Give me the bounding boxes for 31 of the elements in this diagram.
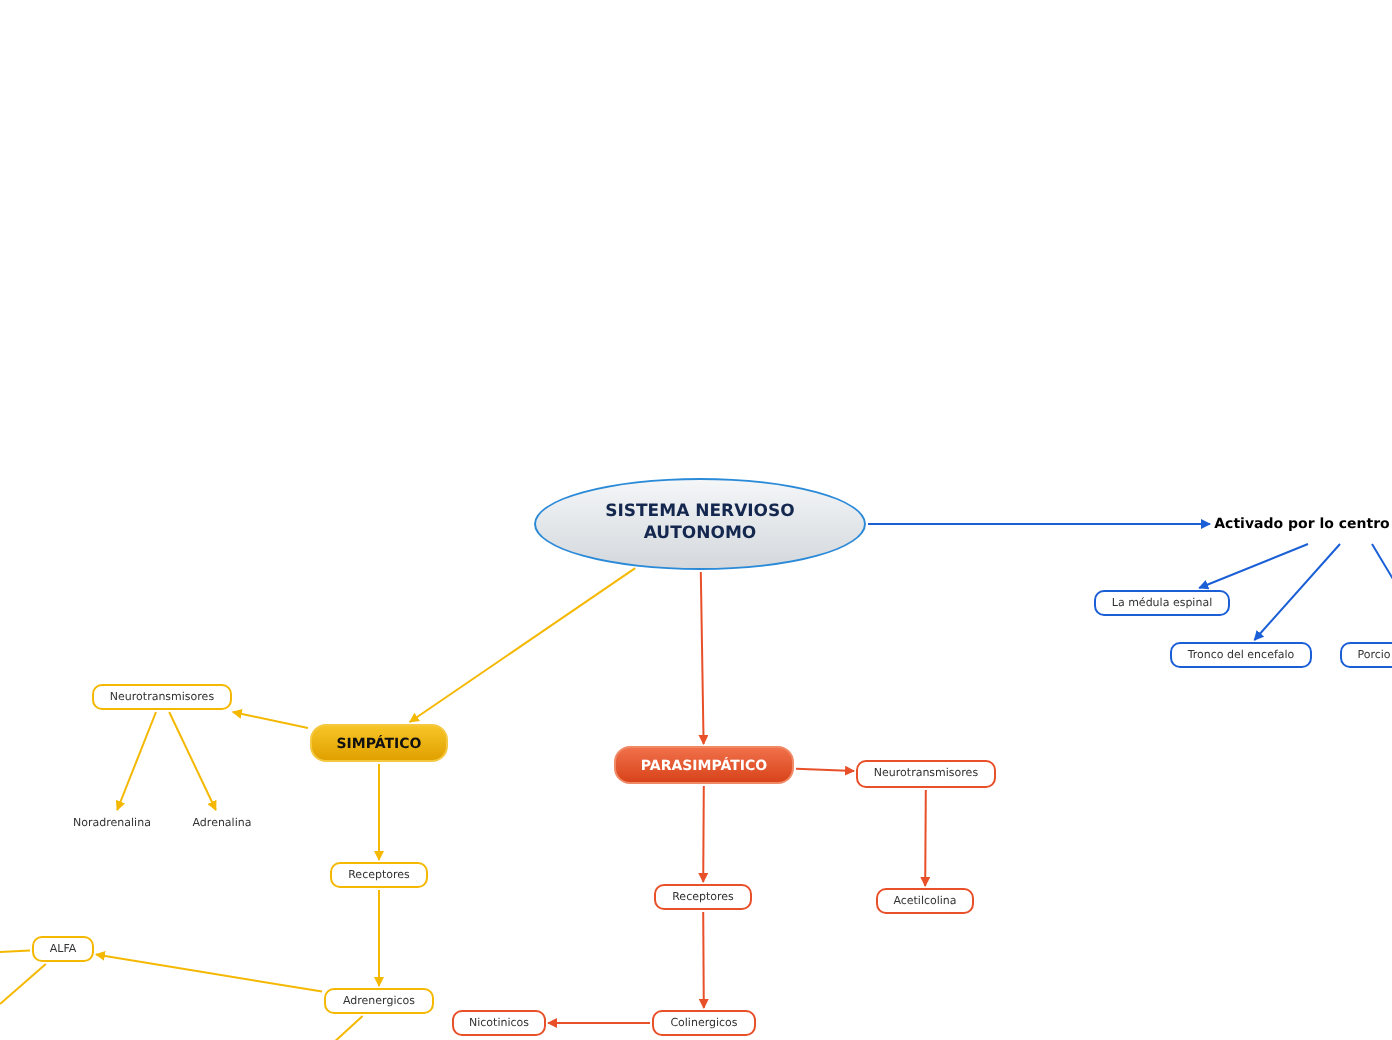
- subtopic-box: [1340, 642, 1392, 668]
- connector-arrow: [168, 711, 217, 811]
- subtopic-box: [876, 888, 974, 914]
- subtopic-box: [1094, 590, 1230, 616]
- connector-arrow: [698, 911, 709, 1009]
- connector-arrow: [795, 765, 855, 776]
- connector-arrow: [374, 763, 384, 861]
- subtopic-box: [856, 760, 996, 788]
- connector-arrow: [115, 711, 157, 811]
- subtopic-box: [654, 884, 752, 910]
- main-topic-pill: [614, 746, 794, 784]
- connector-arrow: [867, 519, 1211, 529]
- connector-arrow: [698, 571, 709, 745]
- topic-label: SISTEMA NERVIOSO AUTONOMO: [603, 502, 797, 546]
- subtopic-box: [92, 684, 232, 710]
- subtopic-box: [324, 988, 434, 1014]
- connector-arrow: [698, 785, 709, 883]
- subtopic-box: [330, 862, 428, 888]
- subtopic-box: [452, 1010, 546, 1036]
- connector-arrow: [374, 889, 384, 987]
- connector-arrow: [408, 567, 637, 723]
- connector-arrow: [231, 709, 309, 729]
- main-topic-pill: [310, 724, 448, 762]
- subtopic-box: [1170, 642, 1312, 668]
- subtopic-box: [32, 936, 94, 962]
- connector-arrow: [1198, 543, 1309, 590]
- connector-arrow: [920, 789, 931, 887]
- connector-arrow: [1253, 543, 1341, 641]
- connector-arrow: [547, 1018, 651, 1028]
- connector-arrow: [95, 950, 323, 993]
- subtopic-box: [652, 1010, 756, 1036]
